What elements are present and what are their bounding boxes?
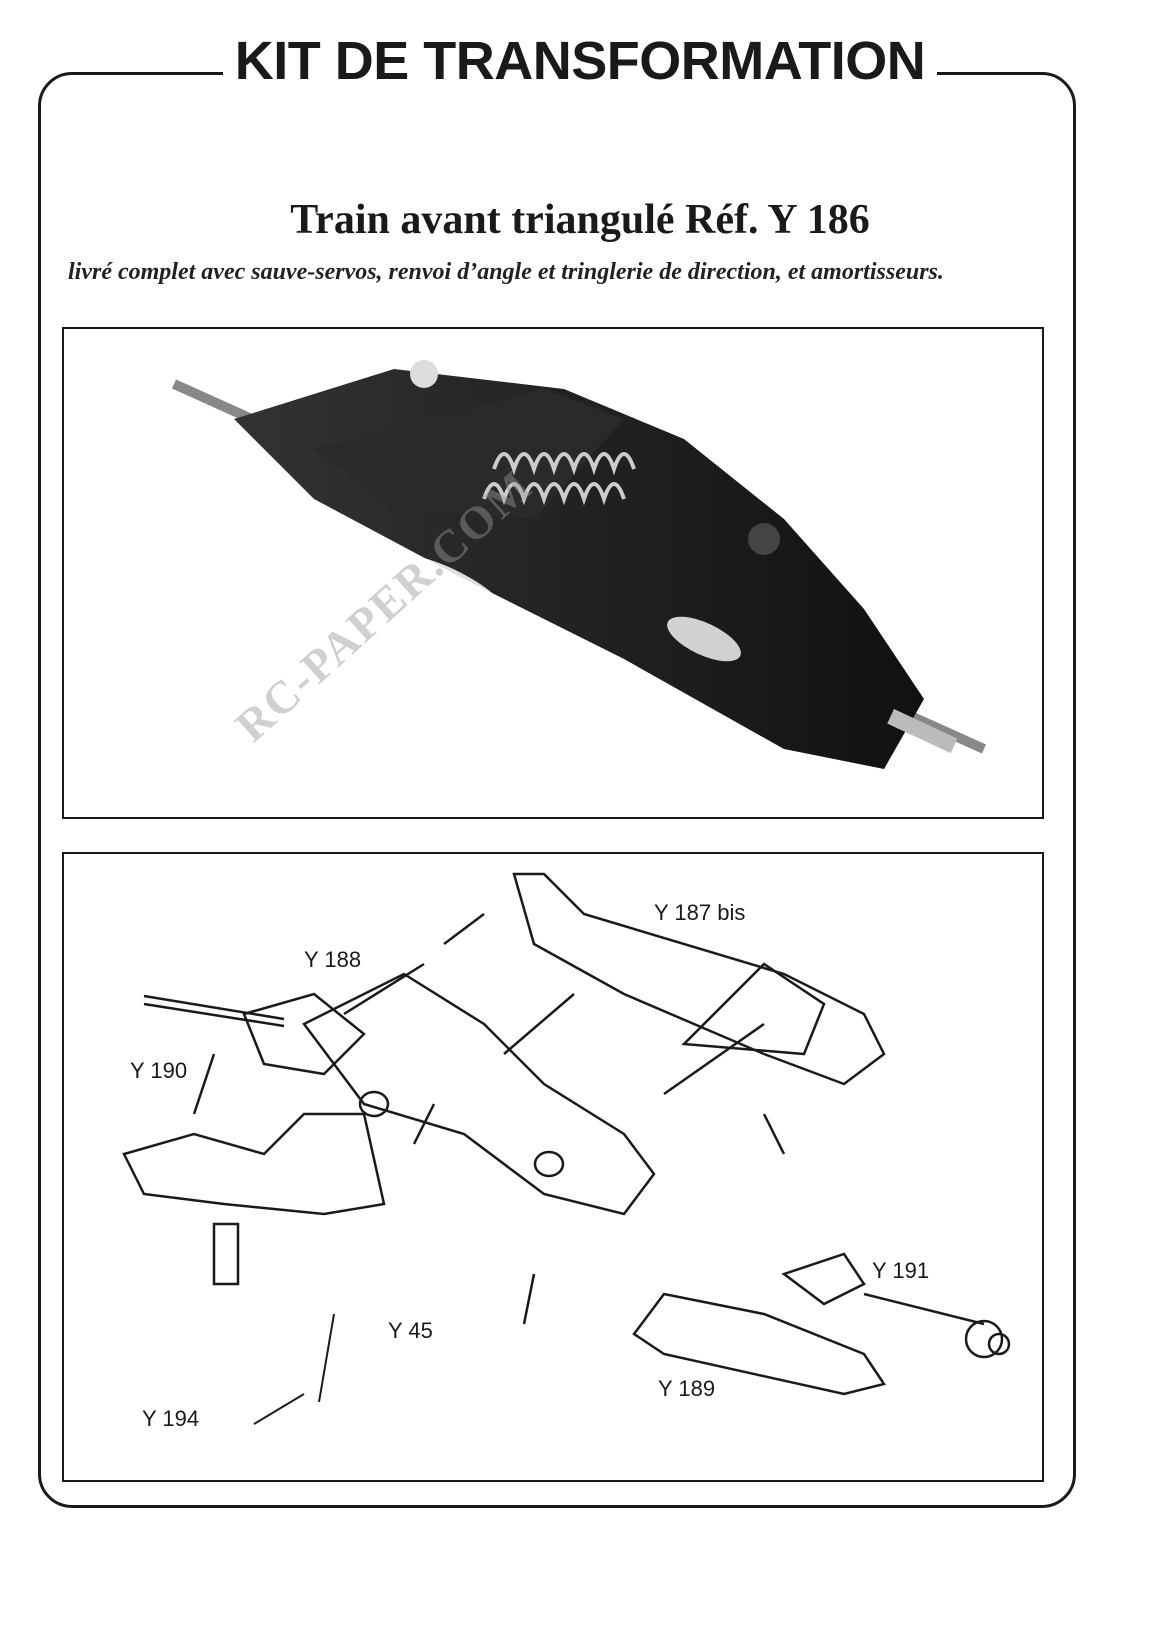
page-title-text: KIT DE TRANSFORMATION xyxy=(222,31,938,91)
part-label-y194: Y 194 xyxy=(140,1406,202,1432)
product-description: livré complet avec sauve-servos, renvoi … xyxy=(68,259,944,285)
part-label-y190: Y 190 xyxy=(128,1058,190,1084)
part-label-y189: Y 189 xyxy=(656,1376,718,1402)
page-title: KIT DE TRANSFORMATION xyxy=(0,30,1160,92)
part-label-y187bis: Y 187 bis xyxy=(652,900,748,926)
part-label-y188: Y 188 xyxy=(302,947,364,973)
product-photo: RC-PAPER.COM xyxy=(62,327,1044,819)
exploded-view-drawing xyxy=(122,872,1011,1425)
front-suspension-photo xyxy=(171,360,987,769)
part-label-y45: Y 45 xyxy=(386,1318,435,1344)
part-label-y191: Y 191 xyxy=(870,1258,932,1284)
product-title: Train avant triangulé Réf. Y 186 xyxy=(290,197,870,243)
exploded-diagram: Y 187 bis Y 188 Y 190 Y 191 Y 45 Y 189 Y… xyxy=(62,852,1044,1482)
